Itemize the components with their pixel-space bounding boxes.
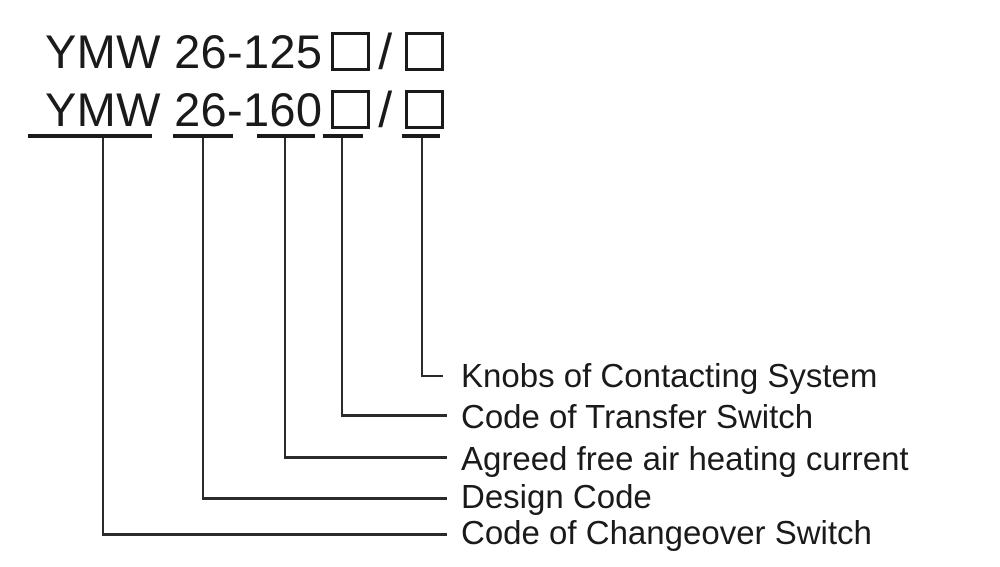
- callout-line-design: [202, 138, 204, 500]
- label-code-of-transfer-switch: Code of Transfer Switch: [461, 398, 814, 435]
- connector-line-transfer: [341, 414, 447, 417]
- blank-square-icon: [331, 90, 371, 129]
- connector-line-heating: [284, 456, 447, 459]
- blank-square-icon: [405, 90, 445, 129]
- model-prefix-2: YMW 26-160: [45, 83, 323, 136]
- blank-square-icon: [331, 32, 371, 71]
- label-knobs-of-contacting-system: Knobs of Contacting System: [461, 357, 878, 394]
- model-code-line-2: YMW 26-160 /: [45, 81, 445, 138]
- model-code-line-1: YMW 26-125 /: [45, 23, 445, 80]
- separator-slash: /: [378, 81, 393, 138]
- connector-line-changeover: [102, 533, 447, 536]
- underline-changeover-code: [28, 134, 152, 138]
- separator-slash: /: [378, 23, 393, 80]
- callout-line-knobs: [421, 138, 423, 377]
- callout-line-changeover: [102, 138, 104, 536]
- connector-line-design: [202, 497, 447, 500]
- connector-line-knobs: [421, 375, 443, 377]
- underline-transfer-code: [323, 134, 363, 138]
- underline-knobs-code: [402, 134, 440, 138]
- label-design-code: Design Code: [461, 478, 652, 515]
- blank-square-icon: [405, 32, 445, 71]
- callout-line-heating: [284, 138, 286, 459]
- underline-current-rating: [257, 134, 315, 138]
- model-prefix-1: YMW 26-125: [45, 25, 323, 78]
- callout-line-transfer: [341, 138, 343, 417]
- label-agreed-free-air-heating-current: Agreed free air heating current: [461, 440, 909, 477]
- label-code-of-changeover-switch: Code of Changeover Switch: [461, 514, 872, 551]
- underline-design-code: [173, 134, 233, 138]
